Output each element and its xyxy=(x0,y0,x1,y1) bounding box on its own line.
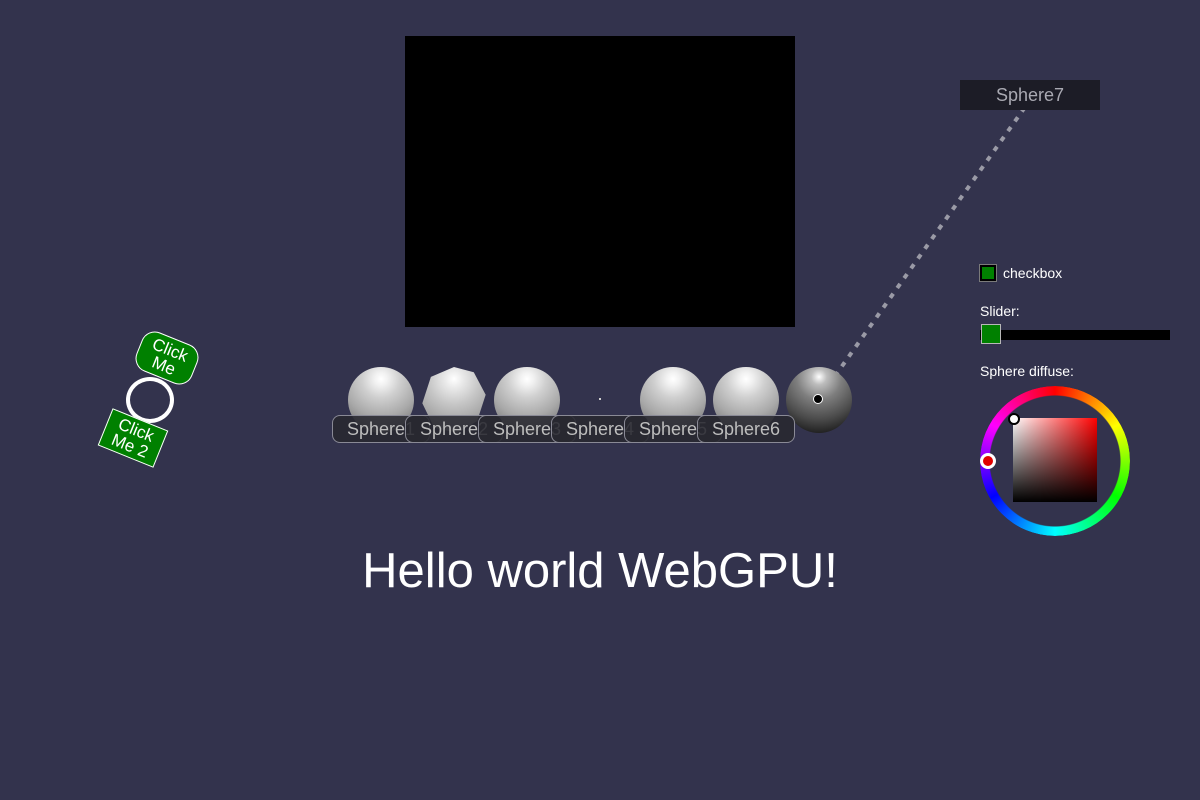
saturation-value-square[interactable] xyxy=(1013,418,1097,502)
slider-label: Slider: xyxy=(980,303,1020,319)
slider-track[interactable] xyxy=(980,330,1170,340)
headline-text: Hello world WebGPU! xyxy=(362,544,838,598)
hue-wheel-handle[interactable] xyxy=(980,453,996,469)
saturation-value-handle[interactable] xyxy=(1008,413,1020,425)
checkbox-row[interactable]: checkbox xyxy=(979,264,1063,282)
ring-shape xyxy=(126,377,174,423)
color-picker-label: Sphere diffuse: xyxy=(980,363,1074,379)
sphere-anchor-dot xyxy=(813,394,823,404)
checkbox[interactable] xyxy=(979,264,997,282)
checkbox-label: checkbox xyxy=(1003,265,1063,281)
slider-handle[interactable] xyxy=(981,324,1001,344)
render-viewport[interactable] xyxy=(405,36,795,327)
sphere-7[interactable] xyxy=(786,367,852,433)
sphere-label-6: Sphere6 xyxy=(697,415,795,443)
sphere7-floating-tag: Sphere7 xyxy=(960,80,1100,110)
sphere-4[interactable] xyxy=(599,398,601,400)
